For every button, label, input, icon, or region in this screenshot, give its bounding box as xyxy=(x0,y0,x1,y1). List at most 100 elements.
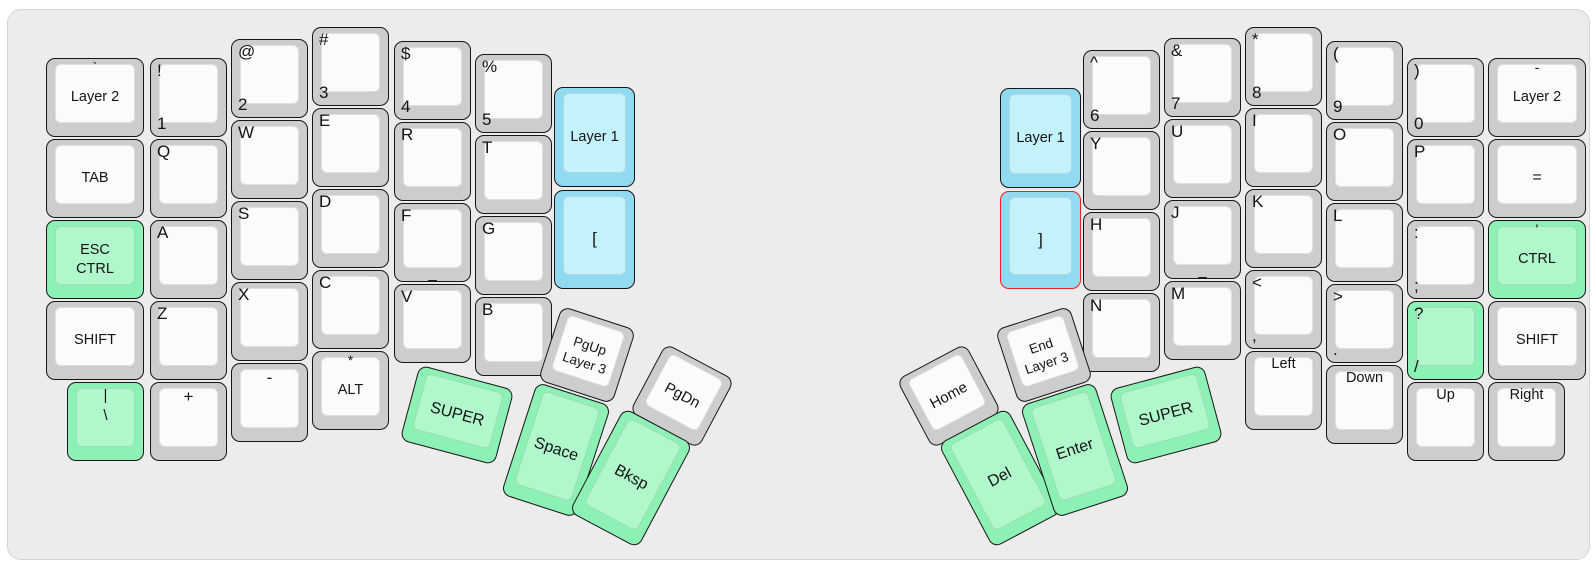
keycap-top xyxy=(321,276,380,335)
key-f[interactable]: F_ xyxy=(394,203,471,282)
key-greater-period[interactable]: >. xyxy=(1326,284,1403,363)
key-lbracket[interactable]: [ xyxy=(554,190,635,289)
key-n[interactable]: N xyxy=(1083,293,1160,372)
key-percent-5[interactable]: %5 xyxy=(475,54,552,133)
key-minus-left[interactable]: - xyxy=(231,363,308,442)
key-legend-tl: S xyxy=(238,204,250,223)
key-paren-9[interactable]: (9 xyxy=(1326,41,1403,120)
key-shift-left[interactable]: SHIFT xyxy=(46,301,144,380)
key-legend-tl: W xyxy=(238,123,255,142)
key-super-left[interactable]: SUPER xyxy=(399,364,515,466)
key-legend-line: - xyxy=(266,368,273,387)
key-legend-center: Layer 1 xyxy=(1001,89,1080,187)
key-legend-line: Layer 1 xyxy=(1016,129,1065,146)
key-p[interactable]: P xyxy=(1407,139,1484,218)
key-arrow-down[interactable]: Down xyxy=(1326,365,1403,444)
key-plus[interactable]: + xyxy=(150,382,227,461)
key-q[interactable]: Q xyxy=(150,139,227,218)
key-question-slash[interactable]: ?/ xyxy=(1407,301,1484,380)
key-o[interactable]: O xyxy=(1326,122,1403,201)
key-rbracket[interactable]: ] xyxy=(1000,191,1081,289)
key-arrow-left[interactable]: Left xyxy=(1245,351,1322,430)
keycap-top xyxy=(159,388,218,447)
key-layer1-left[interactable]: Layer 1 xyxy=(554,87,635,187)
key-legend-tl: # xyxy=(319,30,329,49)
key-k[interactable]: K xyxy=(1245,189,1322,268)
key-hash-3[interactable]: #3 xyxy=(312,27,389,106)
key-legend-bl: / xyxy=(1414,357,1419,376)
key-s[interactable]: S xyxy=(231,201,308,280)
key-arrow-right[interactable]: Right xyxy=(1488,382,1565,461)
key-a[interactable]: A xyxy=(150,220,227,299)
key-legend-tl: ( xyxy=(1333,44,1339,63)
key-backtick-layer2[interactable]: ` Layer 2 xyxy=(46,58,144,137)
keycap-top xyxy=(1173,44,1232,103)
keycap-top xyxy=(484,60,543,119)
key-legend-tl: & xyxy=(1171,41,1183,60)
key-legend-center: SUPER xyxy=(401,366,513,464)
key-l[interactable]: L xyxy=(1326,203,1403,282)
key-legend-bl: 1 xyxy=(157,114,167,133)
keycap-top xyxy=(321,195,380,254)
key-legend-tc: ' xyxy=(1535,221,1539,237)
key-r[interactable]: R xyxy=(394,122,471,201)
key-quote-ctrl[interactable]: ' CTRL xyxy=(1488,220,1586,299)
key-super-right[interactable]: SUPER xyxy=(1108,364,1224,466)
key-legend-bl: 4 xyxy=(401,97,411,116)
key-legend-center: - xyxy=(232,364,307,441)
keycap-top xyxy=(1416,307,1475,366)
key-y[interactable]: Y xyxy=(1083,131,1160,210)
key-arrow-up[interactable]: Up xyxy=(1407,382,1484,461)
key-legend-tl: ) xyxy=(1414,61,1420,80)
key-legend-center: TAB xyxy=(47,140,143,217)
key-h[interactable]: H xyxy=(1083,212,1160,291)
key-less-comma[interactable]: <, xyxy=(1245,270,1322,349)
key-m[interactable]: M xyxy=(1164,281,1241,360)
key-legend-line: SHIFT xyxy=(74,332,116,349)
key-legend-line: CTRL xyxy=(1518,251,1556,268)
key-pipe-backslash[interactable]: |\ xyxy=(67,382,144,461)
key-legend-tl: % xyxy=(482,57,498,76)
keycap-top xyxy=(159,226,218,285)
key-x[interactable]: X xyxy=(231,282,308,361)
keycap-top xyxy=(1416,388,1475,447)
key-caret-6[interactable]: ^6 xyxy=(1083,50,1160,129)
key-i[interactable]: I xyxy=(1245,108,1322,187)
key-b[interactable]: B xyxy=(475,297,552,376)
keycap-top xyxy=(1254,276,1313,335)
key-legend-tl: : xyxy=(1414,223,1419,242)
key-asterisk-8[interactable]: *8 xyxy=(1245,27,1322,106)
key-w[interactable]: W xyxy=(231,120,308,199)
key-paren-0[interactable]: )0 xyxy=(1407,58,1484,137)
key-minus-layer2[interactable]: -Layer 2 xyxy=(1488,58,1586,137)
key-colon-semi[interactable]: :; xyxy=(1407,220,1484,299)
key-layer1-right[interactable]: Layer 1 xyxy=(1000,88,1081,188)
key-legend-tc: ` xyxy=(92,59,98,75)
keycap-top xyxy=(1416,64,1475,123)
key-e[interactable]: E xyxy=(312,108,389,187)
key-j[interactable]: J_ xyxy=(1164,200,1241,279)
key-d[interactable]: D xyxy=(312,189,389,268)
key-asterisk-alt[interactable]: *ALT xyxy=(312,351,389,430)
key-legend-bl: ; xyxy=(1414,276,1419,295)
key-legend-line: Home xyxy=(927,378,971,413)
keycap-top xyxy=(76,388,135,447)
key-at-2[interactable]: @2 xyxy=(231,39,308,118)
key-g[interactable]: G xyxy=(475,216,552,295)
key-shift-right[interactable]: SHIFT xyxy=(1488,301,1586,380)
key-legend-line: Layer 2 xyxy=(70,89,120,106)
key-u[interactable]: U xyxy=(1164,119,1241,198)
key-dollar-4[interactable]: $4 xyxy=(394,41,471,120)
key-v[interactable]: V xyxy=(394,284,471,363)
key-legend-tl: Z xyxy=(157,304,168,323)
key-amp-7[interactable]: &7 xyxy=(1164,38,1241,117)
key-t[interactable]: T xyxy=(475,135,552,214)
key-c[interactable]: C xyxy=(312,270,389,349)
key-equals[interactable]: = xyxy=(1488,139,1586,218)
key-exclam-1[interactable]: !1 xyxy=(150,58,227,137)
key-tab[interactable]: TAB xyxy=(46,139,144,218)
key-z[interactable]: Z xyxy=(150,301,227,380)
